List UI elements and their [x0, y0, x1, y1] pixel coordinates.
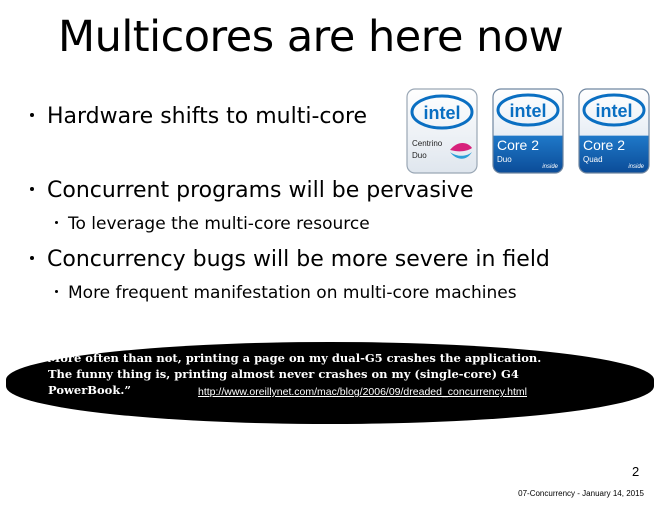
bullet-text: Hardware shifts to multi-core — [47, 104, 368, 129]
bullet-text: To leverage the multi-core resource — [68, 214, 370, 234]
sub-bullet-manifestation: More frequent manifestation on multi-cor… — [55, 283, 517, 303]
bullet-text: Concurrency bugs will be more severe in … — [47, 247, 550, 272]
svg-text:Duo: Duo — [412, 151, 427, 160]
slide-title: Multicores are here now — [58, 12, 564, 62]
bullet-dot — [30, 113, 34, 117]
svg-text:intel: intel — [423, 103, 460, 123]
page-number: 2 — [632, 464, 640, 479]
bullet-hardware: Hardware shifts to multi-core — [30, 104, 367, 129]
intel-core2-duo-logo: intel Core 2 Duo inside — [492, 88, 564, 174]
quote-callout — [6, 342, 654, 424]
bullet-dot — [55, 289, 58, 293]
svg-text:Quad: Quad — [583, 155, 603, 164]
bullet-concurrency-bugs: Concurrency bugs will be more severe in … — [30, 247, 550, 272]
bullet-concurrent-programs: Concurrent programs will be pervasive — [30, 178, 473, 203]
bullet-dot — [30, 187, 34, 191]
quote-line-1: ``More often than not, printing a page o… — [36, 351, 542, 365]
svg-text:intel: intel — [509, 101, 546, 121]
quote-line-2: The funny thing is, printing almost neve… — [48, 367, 519, 381]
svg-text:Core 2: Core 2 — [497, 137, 539, 153]
svg-text:Core 2: Core 2 — [583, 137, 625, 153]
sub-bullet-leverage: To leverage the multi-core resource — [55, 214, 370, 234]
bullet-dot — [55, 220, 58, 224]
intel-core2-quad-logo: intel Core 2 Quad inside — [578, 88, 650, 174]
quote-text: ``More often than not, printing a page o… — [36, 350, 636, 398]
footer-text: 07-Concurrency - January 14, 2015 — [518, 489, 644, 498]
svg-text:inside: inside — [628, 164, 644, 170]
svg-text:Duo: Duo — [497, 155, 512, 164]
bullet-text: More frequent manifestation on multi-cor… — [68, 283, 517, 303]
svg-text:intel: intel — [595, 101, 632, 121]
svg-text:inside: inside — [542, 164, 558, 170]
source-link[interactable]: http://www.oreillynet.com/mac/blog/2006/… — [198, 386, 527, 398]
quote-line-3: PowerBook.” — [48, 383, 131, 397]
intel-centrino-duo-logo: intel Centrino Duo — [406, 88, 478, 174]
svg-text:Centrino: Centrino — [412, 139, 443, 148]
bullet-dot — [30, 256, 34, 260]
bullet-text: Concurrent programs will be pervasive — [47, 178, 474, 203]
